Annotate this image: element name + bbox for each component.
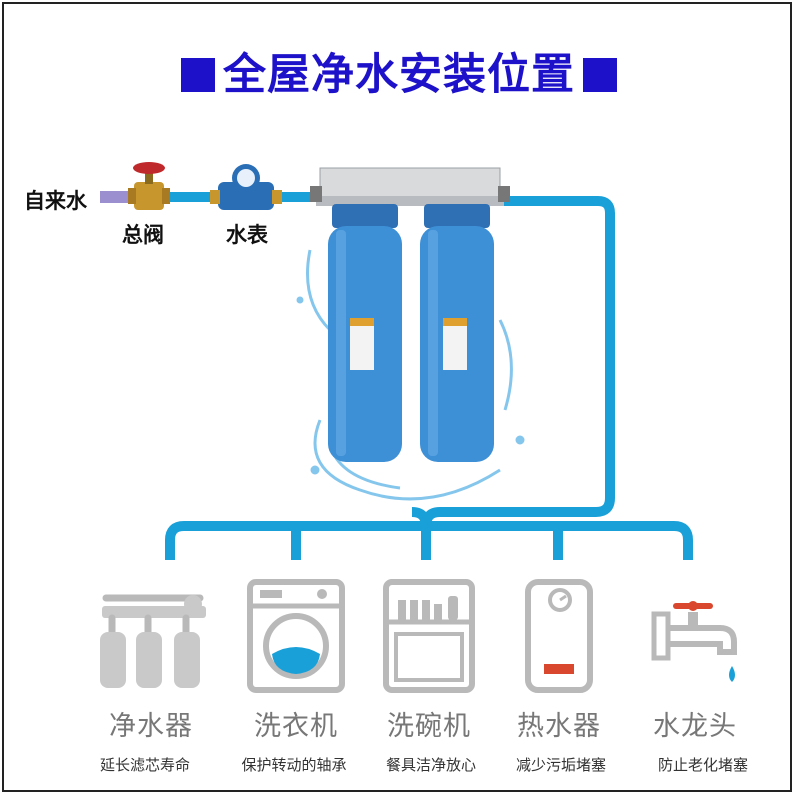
appliance-name-washer: 洗衣机 (254, 711, 338, 742)
main-valve-icon (128, 162, 170, 210)
tap-water-label: 自来水 (24, 189, 87, 213)
appliance-desc-faucet: 防止老化堵塞 (657, 756, 748, 774)
main-valve-label: 总阀 (122, 223, 164, 247)
faucet-icon (651, 601, 737, 682)
appliance-desc-purifier: 延长滤芯寿命 (99, 756, 190, 774)
ro-purifier-icon (100, 594, 206, 688)
appliance-desc-dishwasher: 餐具洁净放心 (385, 756, 476, 774)
appliance-name-heater: 热水器 (517, 711, 601, 742)
appliance-name-faucet: 水龙头 (653, 711, 737, 742)
title-square-right (583, 58, 617, 92)
water-splash-icon (296, 249, 525, 501)
water-meter-icon (210, 164, 282, 210)
appliance-name-purifier: 净水器 (109, 711, 193, 742)
appliance-desc-heater: 减少污垢堵塞 (515, 756, 606, 774)
pre-filter-unit-icon (310, 167, 510, 462)
water-heater-icon (525, 579, 593, 693)
title-square-left (181, 58, 215, 92)
title-text: 全屋净水安装位置 (223, 50, 575, 100)
appliance-desc-washer: 保护转动的轴承 (241, 756, 347, 774)
washing-machine-icon (247, 579, 345, 693)
distribution-header-pipe (165, 521, 693, 560)
page-title: 全屋净水安装位置 (0, 40, 798, 102)
water-meter-label: 水表 (226, 223, 268, 247)
appliance-name-dishwasher: 洗碗机 (387, 711, 471, 742)
dishwasher-icon (383, 579, 475, 693)
